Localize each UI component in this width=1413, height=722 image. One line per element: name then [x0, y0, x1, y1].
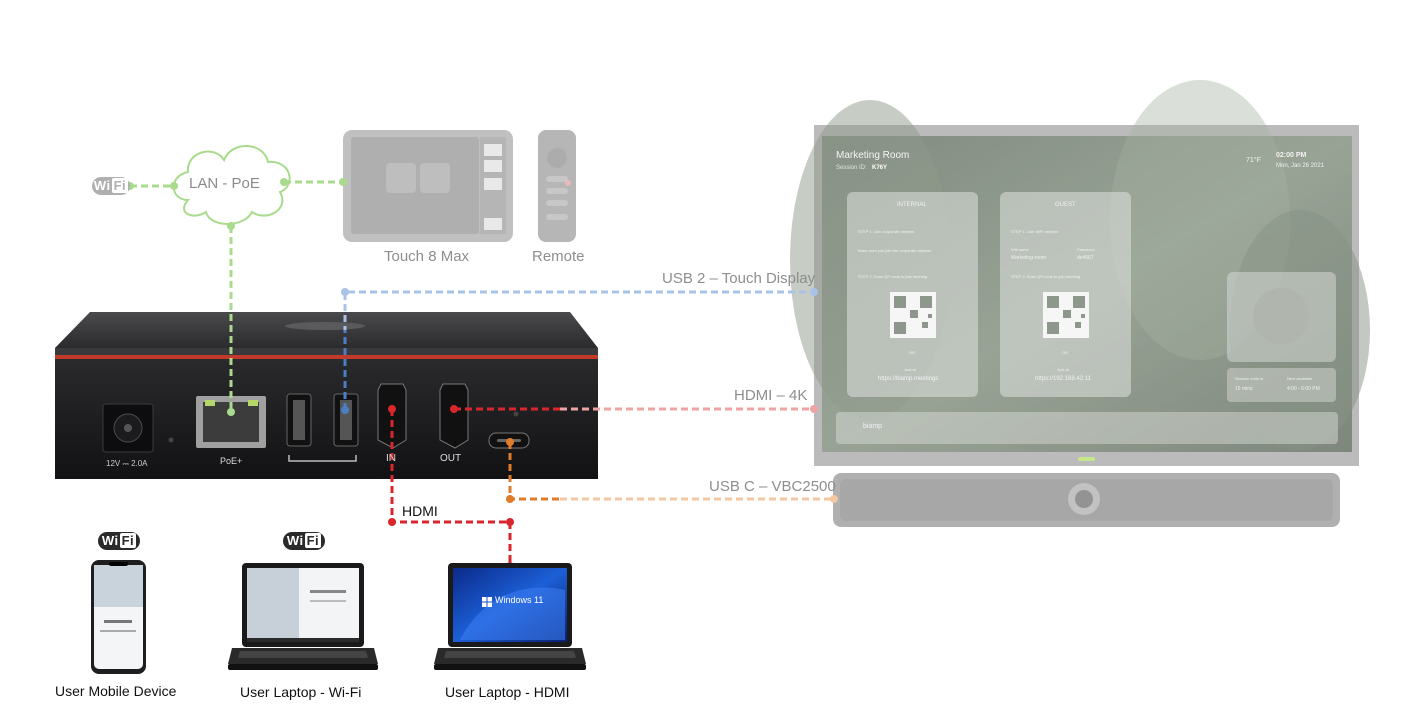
power-port-label: 12V ⎓ 2.0A: [106, 459, 148, 468]
guest-visit: Just at: [1057, 367, 1069, 372]
lan-cloud: [172, 145, 291, 225]
internal-or: OR: [909, 350, 915, 355]
user-laptop-wifi-label: User Laptop - Wi-Fi: [240, 684, 362, 700]
poe-port-label: PoE+: [220, 456, 243, 466]
display-brand: biamp: [863, 423, 883, 430]
display-session-label: Session ID:: [836, 165, 867, 171]
user-laptop-hdmi: [434, 563, 586, 670]
internal-step2: STEP 2: Scan QR code to join meeting: [858, 274, 928, 279]
internal-visit: Just at: [904, 367, 916, 372]
vbc2500-soundbar: [833, 473, 1340, 527]
wifi-text-wi: Wi: [93, 178, 111, 193]
hdmi-in-port-label: IN: [386, 453, 396, 464]
lan-poe-label: LAN - PoE: [189, 175, 260, 192]
display-date: Mon, Jan 26 2021: [1276, 163, 1325, 169]
available-value: 4:00 - 6:00 PM: [1287, 386, 1320, 392]
user-mobile-device-label: User Mobile Device: [55, 683, 177, 699]
wifi-text-wi: Wi: [101, 533, 119, 548]
touch-display: [790, 80, 1370, 466]
wifi-text-wi: Wi: [286, 533, 304, 548]
windows-11-text: Windows 11: [495, 595, 544, 605]
remote-control: [538, 130, 576, 242]
guest-step1: STEP 1: Join WiFi network: [1011, 229, 1059, 234]
main-device-box: [55, 312, 598, 479]
display-weather: 71°F: [1246, 157, 1261, 164]
user-mobile-device: [91, 560, 146, 674]
wifi-text-fi: Fi: [111, 178, 129, 193]
display-session-id: K76Y: [872, 165, 888, 171]
touch-8-max-label: Touch 8 Max: [384, 248, 470, 265]
wifi-text-fi: Fi: [119, 533, 137, 548]
hdmi-label: HDMI: [402, 503, 438, 519]
internal-note: Make sure you join the corporate network: [858, 248, 932, 253]
touch-8-max-panel: [343, 130, 513, 242]
hdmi-4k-label: HDMI – 4K: [734, 387, 808, 404]
available-label: Next available: [1287, 376, 1313, 381]
hdmi-out-port-label: OUT: [440, 453, 462, 464]
usb2-touch-display-label: USB 2 – Touch Display: [662, 270, 816, 287]
line-hdmi-laptop: [390, 409, 512, 566]
user-laptop-hdmi-label: User Laptop - HDMI: [445, 684, 570, 700]
wifi-text-fi: Fi: [304, 533, 322, 548]
guest-pw: de4567: [1077, 255, 1094, 261]
display-room-name: Marketing Room: [836, 150, 910, 161]
guest-title: GUEST: [1055, 202, 1076, 208]
guest-or: OR: [1062, 350, 1068, 355]
internal-url: https://biamp.meetings: [878, 376, 939, 382]
user-laptop-wifi: [228, 563, 378, 670]
usbc-vbc2500-label: USB C – VBC2500: [709, 478, 836, 495]
meeting-value: 15 mins: [1235, 386, 1253, 392]
meeting-label: Session ends in: [1235, 376, 1264, 381]
remote-label: Remote: [532, 248, 585, 265]
guest-step2: STEP 2: Scan QR code to join meeting: [1011, 274, 1081, 279]
internal-title: INTERNAL: [897, 202, 927, 208]
display-time: 02:00 PM: [1276, 152, 1307, 159]
guest-wifi-name: Marketing-room: [1011, 255, 1047, 261]
guest-wifi-label: Wifi name: [1011, 247, 1029, 252]
guest-pw-label: Password: [1077, 247, 1095, 252]
connection-lines: [130, 180, 834, 566]
internal-step1: STEP 1: Join corporate network: [858, 229, 915, 234]
guest-url: https://192.168.42.11: [1035, 376, 1091, 382]
